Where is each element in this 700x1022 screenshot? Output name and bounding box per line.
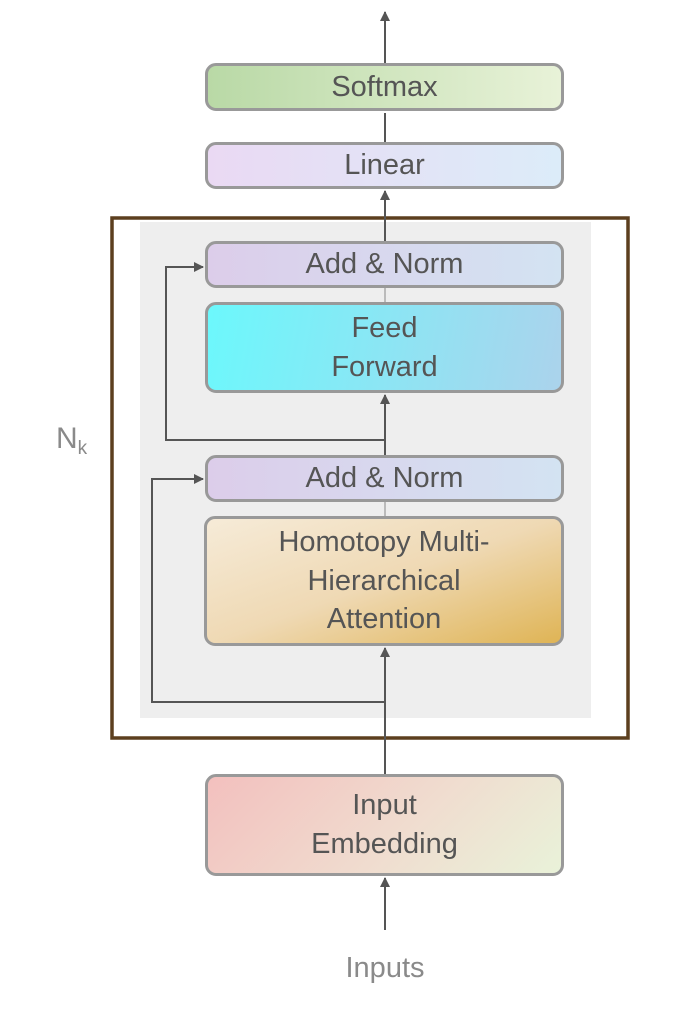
- linear-label: Linear: [344, 149, 425, 182]
- softmax-block: Softmax: [205, 63, 564, 111]
- add-norm-block-top: Add & Norm: [205, 241, 564, 288]
- repeat-count-subscript: k: [77, 438, 88, 459]
- inputs-label: Inputs: [345, 952, 425, 984]
- input-embedding-label-line-2: Embedding: [311, 828, 458, 860]
- attention-block: Homotopy Multi- Hierarchical Attention: [204, 516, 564, 646]
- encoder-block-outline: [110, 216, 630, 740]
- residual-arrow-feedforward: [165, 262, 385, 441]
- add-norm-top-label: Add & Norm: [305, 248, 464, 281]
- feed-forward-block: Feed Forward: [205, 302, 564, 393]
- linear-block: Linear: [205, 142, 564, 189]
- add-norm-bottom-label: Add & Norm: [305, 462, 464, 495]
- repeat-count-label: Nk: [56, 422, 87, 460]
- attention-label-line-2: Hierarchical: [307, 564, 461, 597]
- feed-forward-label-line-1: Feed: [351, 311, 418, 344]
- attention-label-line-1: Homotopy Multi-: [278, 525, 490, 558]
- input-embedding-label-line-1: Input: [352, 789, 417, 822]
- feed-forward-label-line-2: Forward: [331, 350, 438, 383]
- repeat-count-base: N: [56, 422, 78, 455]
- input-embedding-block: Input Embedding: [205, 774, 564, 876]
- residual-arrow-attention: [151, 474, 385, 703]
- add-norm-block-bottom: Add & Norm: [205, 455, 564, 502]
- attention-label-line-3: Attention: [326, 603, 442, 636]
- softmax-label: Softmax: [331, 70, 438, 103]
